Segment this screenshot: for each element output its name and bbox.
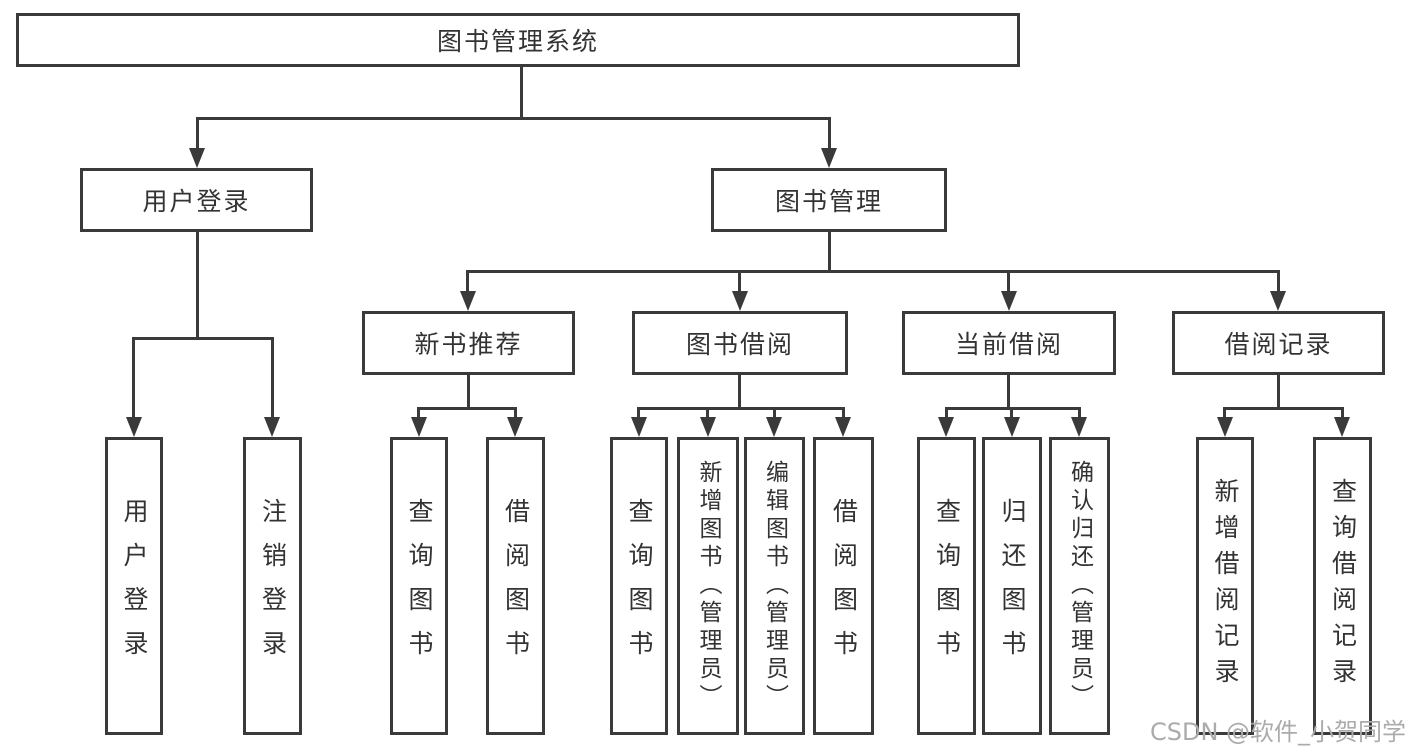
connector-v — [1277, 375, 1280, 407]
leaf-label: 查询图书 — [405, 498, 434, 674]
connector-v — [1277, 270, 1280, 294]
connector-v — [842, 407, 845, 419]
leaf-label: 注销登录 — [258, 498, 288, 674]
arrow-head — [835, 417, 851, 437]
connector-v — [466, 270, 469, 294]
arrow-head — [938, 417, 954, 437]
connector-v — [828, 232, 831, 270]
connector-h — [466, 270, 1280, 273]
leaf-return-book: 归还图书 — [982, 437, 1042, 735]
leaf-label: 查询图书 — [932, 498, 962, 674]
node-book-borrow: 图书借阅 — [632, 311, 848, 375]
arrow-head — [700, 417, 716, 437]
arrow-head — [126, 417, 142, 437]
leaf-label: 借阅图书 — [829, 498, 859, 674]
connector-v — [196, 117, 199, 151]
leaf-label: 确认归还（管理员） — [1066, 460, 1093, 712]
leaf-confirm-return-admin: 确认归还（管理员） — [1049, 437, 1110, 735]
arrow-head — [264, 417, 280, 437]
node-label: 图书借阅 — [685, 330, 794, 359]
leaf-query-borrow-record: 查询借阅记录 — [1313, 437, 1372, 735]
connector-v — [738, 375, 741, 407]
connector-h — [417, 407, 517, 410]
connector-v — [196, 232, 199, 337]
node-current-borrow: 当前借阅 — [902, 311, 1116, 375]
node-new-book-recommend: 新书推荐 — [362, 311, 575, 375]
arrow-head — [460, 291, 476, 311]
arrow-head — [507, 417, 523, 437]
node-book-management: 图书管理 — [711, 168, 947, 232]
connector-v — [1007, 375, 1010, 407]
connector-v — [417, 407, 420, 419]
node-label: 借阅记录 — [1224, 330, 1333, 359]
connector-v — [706, 407, 709, 419]
arrow-head — [1217, 417, 1233, 437]
arrow-head — [766, 417, 782, 437]
leaf-label: 借阅图书 — [501, 498, 531, 674]
arrow-head — [1334, 417, 1350, 437]
leaf-borrow-book-1: 借阅图书 — [486, 437, 545, 735]
leaf-logout: 注销登录 — [243, 437, 302, 735]
arrow-head — [411, 417, 427, 437]
node-label: 新书推荐 — [414, 330, 523, 359]
arrow-head — [189, 148, 205, 168]
connector-v — [1007, 270, 1010, 294]
connector-v — [271, 337, 274, 419]
arrow-head — [1001, 291, 1017, 311]
leaf-label: 用户登录 — [120, 498, 149, 674]
connector-h — [1223, 407, 1344, 410]
arrow-head — [732, 291, 748, 311]
node-label: 当前借阅 — [954, 330, 1063, 359]
leaf-label: 查询图书 — [625, 498, 654, 674]
connector-v — [945, 407, 948, 419]
connector-h — [945, 407, 1081, 410]
leaf-label: 新增借阅记录 — [1211, 478, 1240, 694]
leaf-label: 新增图书（管理员） — [695, 460, 721, 712]
connector-v — [467, 375, 470, 407]
connector-h — [196, 117, 831, 120]
node-user-login: 用户登录 — [80, 168, 313, 232]
arrow-head — [1270, 291, 1286, 311]
arrow-head — [631, 417, 647, 437]
node-library-management-system: 图书管理系统 — [16, 13, 1020, 67]
csdn-watermark: CSDN @软件_小贺同学 — [1150, 718, 1405, 746]
leaf-query-book-3: 查询图书 — [917, 437, 976, 735]
connector-v — [520, 67, 523, 117]
connector-v — [1341, 407, 1344, 419]
arrow-head — [821, 148, 837, 168]
leaf-label: 编辑图书（管理员） — [761, 460, 788, 712]
node-label: 图书管理 — [774, 187, 883, 216]
leaf-query-book-1: 查询图书 — [390, 437, 448, 735]
connector-v — [637, 407, 640, 419]
node-label: 用户登录 — [142, 187, 251, 216]
connector-v — [132, 337, 135, 419]
leaf-user-login: 用户登录 — [105, 437, 163, 735]
connector-v — [1223, 407, 1226, 419]
connector-v — [828, 117, 831, 151]
connector-v — [738, 270, 741, 294]
connector-v — [773, 407, 776, 419]
node-borrow-record: 借阅记录 — [1172, 311, 1385, 375]
leaf-label: 查询借阅记录 — [1328, 478, 1358, 694]
leaf-add-borrow-record: 新增借阅记录 — [1196, 437, 1254, 735]
leaf-add-book-admin: 新增图书（管理员） — [677, 437, 739, 735]
connector-v — [1078, 407, 1081, 419]
connector-v — [1010, 407, 1013, 419]
connector-h — [132, 337, 274, 340]
leaf-label: 归还图书 — [998, 498, 1027, 674]
node-label: 图书管理系统 — [436, 27, 599, 56]
leaf-borrow-book-2: 借阅图书 — [813, 437, 874, 735]
connector-h — [637, 407, 845, 410]
arrow-head — [1004, 417, 1020, 437]
leaf-edit-book-admin: 编辑图书（管理员） — [744, 437, 805, 735]
connector-v — [514, 407, 517, 419]
arrow-head — [1071, 417, 1087, 437]
leaf-query-book-2: 查询图书 — [610, 437, 668, 735]
